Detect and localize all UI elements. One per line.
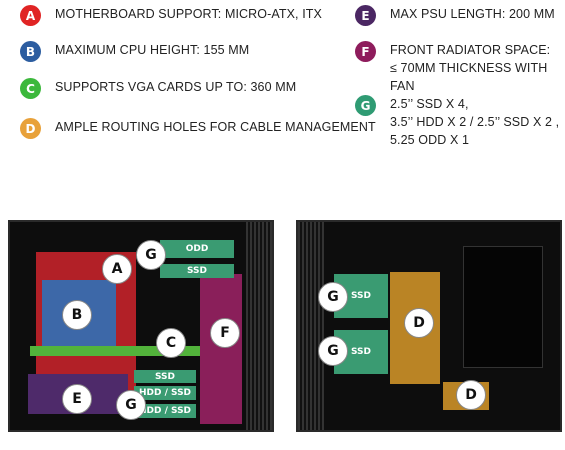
ssd-slot-bottom: SSD xyxy=(134,370,196,383)
radiator-region xyxy=(200,274,242,424)
marker-g-right-1: G xyxy=(318,282,348,312)
left-case-image: ODD SSD SSD HDD / SSD HDD / SSD A B C F … xyxy=(8,220,274,432)
legend-text-b: MAXIMUM CPU HEIGHT: 155 MM xyxy=(55,43,250,57)
badge-e: E xyxy=(355,5,376,26)
marker-d-right-2: D xyxy=(456,380,486,410)
vga-region xyxy=(30,346,208,356)
badge-c: C xyxy=(20,78,41,99)
marker-a: A xyxy=(102,254,132,284)
grille-front xyxy=(298,222,324,430)
legend-item-e: E MAX PSU LENGTH: 200 MM xyxy=(355,5,555,26)
badge-d: D xyxy=(20,118,41,139)
marker-g-top: G xyxy=(136,240,166,270)
hdd-ssd-slot-2: HDD / SSD xyxy=(134,404,196,418)
legend-item-d: D AMPLE ROUTING HOLES FOR CABLE MANAGEME… xyxy=(20,118,376,139)
marker-c: C xyxy=(156,328,186,358)
legend-text-e: MAX PSU LENGTH: 200 MM xyxy=(390,7,555,21)
right-case-image: SSD SSD G G D D xyxy=(296,220,562,432)
badge-b: B xyxy=(20,41,41,62)
badge-g: G xyxy=(355,95,376,116)
legend-item-c: C SUPPORTS VGA CARDS UP TO: 360 MM xyxy=(20,78,296,99)
legend-item-g: G 2.5’’ SSD X 4, 3.5’’ HDD X 2 / 2.5’’ S… xyxy=(355,95,559,149)
marker-g-bottom: G xyxy=(116,390,146,420)
ssd-slot-top: SSD xyxy=(160,264,234,278)
badge-f: F xyxy=(355,41,376,62)
marker-b: B xyxy=(62,300,92,330)
marker-e: E xyxy=(62,384,92,414)
grille xyxy=(246,222,272,430)
legend-item-b: B MAXIMUM CPU HEIGHT: 155 MM xyxy=(20,41,249,62)
legend-text-a: MOTHERBOARD SUPPORT: MICRO-ATX, ITX xyxy=(55,7,322,21)
legend-text-c: SUPPORTS VGA CARDS UP TO: 360 MM xyxy=(55,80,297,94)
legend-text-f: FRONT RADIATOR SPACE: ≤ 70MM THICKNESS W… xyxy=(390,43,551,93)
legend-text-g: 2.5’’ SSD X 4, 3.5’’ HDD X 2 / 2.5’’ SSD… xyxy=(390,97,560,147)
legend-text-d: AMPLE ROUTING HOLES FOR CABLE MANAGEMENT xyxy=(55,120,376,134)
legend-item-a: A MOTHERBOARD SUPPORT: MICRO-ATX, ITX xyxy=(20,5,322,26)
cutout-window xyxy=(463,246,543,368)
marker-f: F xyxy=(210,318,240,348)
badge-a: A xyxy=(20,5,41,26)
odd-slot: ODD xyxy=(160,240,234,258)
marker-d-right-1: D xyxy=(404,308,434,338)
hdd-ssd-slot-1: HDD / SSD xyxy=(134,386,196,400)
legend-item-f: F FRONT RADIATOR SPACE: ≤ 70MM THICKNESS… xyxy=(355,41,565,95)
marker-g-right-2: G xyxy=(318,336,348,366)
